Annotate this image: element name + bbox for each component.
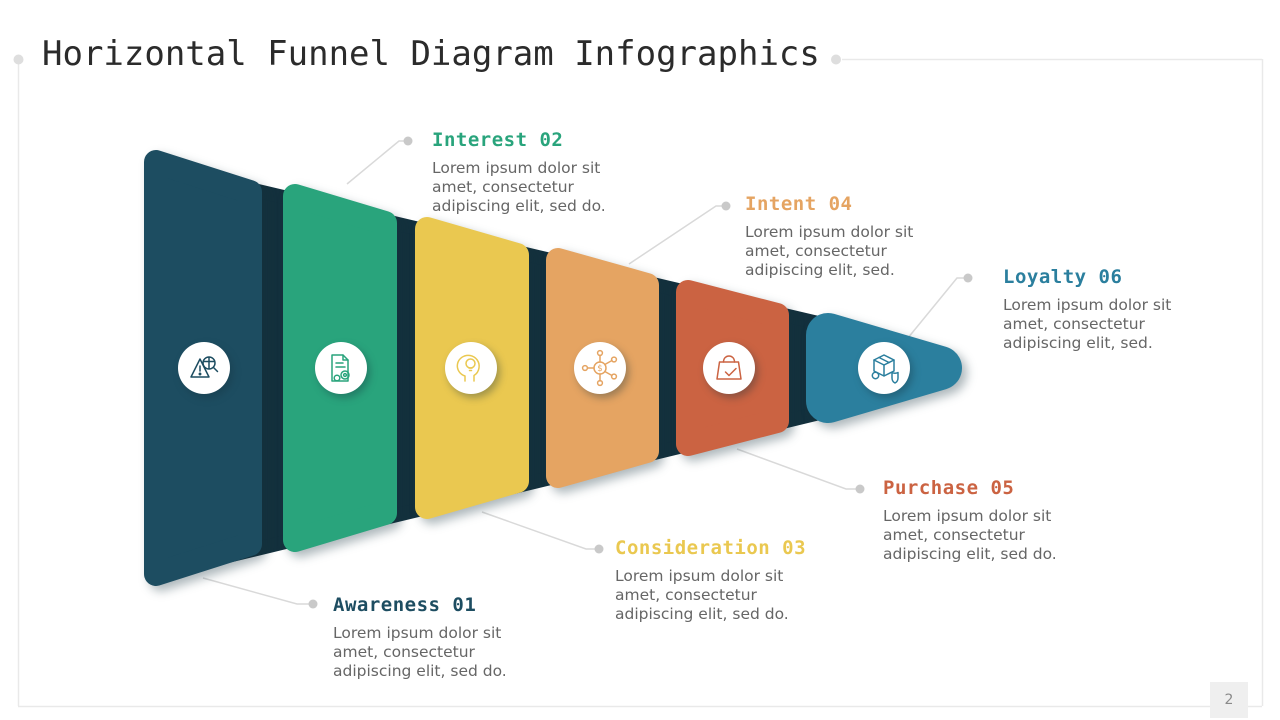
stage-heading-purchase: Purchase 05 xyxy=(883,477,1015,499)
stage-description-interest: Lorem ipsum dolor sit amet, consectetur … xyxy=(432,159,606,215)
connector-dots xyxy=(308,136,973,609)
head-bulb-icon xyxy=(456,354,480,382)
shopping-bag-check-icon xyxy=(716,355,742,380)
svg-text:$: $ xyxy=(597,364,602,374)
connector-purchase xyxy=(736,448,858,490)
stage-description-consideration: Lorem ipsum dolor sit amet, consectetur … xyxy=(615,567,789,623)
connector-awareness xyxy=(202,577,311,605)
connector-interest xyxy=(346,140,406,185)
stage-description-purchase: Lorem ipsum dolor sit amet, consectetur … xyxy=(883,507,1057,563)
stage-heading-interest: Interest 02 xyxy=(432,129,564,151)
alert-magnifier-icon xyxy=(190,356,219,378)
frame-dot-right xyxy=(831,54,841,65)
stage-description-intent: Lorem ipsum dolor sit amet, consectetur … xyxy=(745,223,914,279)
money-network-icon: $ xyxy=(581,349,618,387)
frame-dot-left xyxy=(13,54,24,65)
stage-label-intent: Intent 04 Lorem ipsum dolor sit amet, co… xyxy=(745,193,950,280)
stage-label-interest: Interest 02 Lorem ipsum dolor sit amet, … xyxy=(432,129,637,216)
stage-label-consideration: Consideration 03 Lorem ipsum dolor sit a… xyxy=(615,537,820,624)
document-gears-icon xyxy=(331,354,350,382)
page-number-badge: 2 xyxy=(1210,682,1248,718)
connector-loyalty xyxy=(902,277,966,345)
connector-consideration xyxy=(481,511,597,550)
package-shield-icon xyxy=(871,354,899,384)
page-title: Horizontal Funnel Diagram Infographics xyxy=(42,34,820,74)
stage-heading-awareness: Awareness 01 xyxy=(333,594,477,616)
stage-label-awareness: Awareness 01 Lorem ipsum dolor sit amet,… xyxy=(333,594,538,681)
stage-heading-consideration: Consideration 03 xyxy=(615,537,807,559)
stage-label-purchase: Purchase 05 Lorem ipsum dolor sit amet, … xyxy=(883,477,1088,564)
stage-heading-intent: Intent 04 xyxy=(745,193,853,215)
stage-description-awareness: Lorem ipsum dolor sit amet, consectetur … xyxy=(333,624,507,680)
slide-frame xyxy=(17,58,1264,708)
stage-description-loyalty: Lorem ipsum dolor sit amet, consectetur … xyxy=(1003,296,1172,352)
stage-label-loyalty: Loyalty 06 Lorem ipsum dolor sit amet, c… xyxy=(1003,266,1208,353)
stage-heading-loyalty: Loyalty 06 xyxy=(1003,266,1123,288)
connector-intent xyxy=(628,205,724,265)
